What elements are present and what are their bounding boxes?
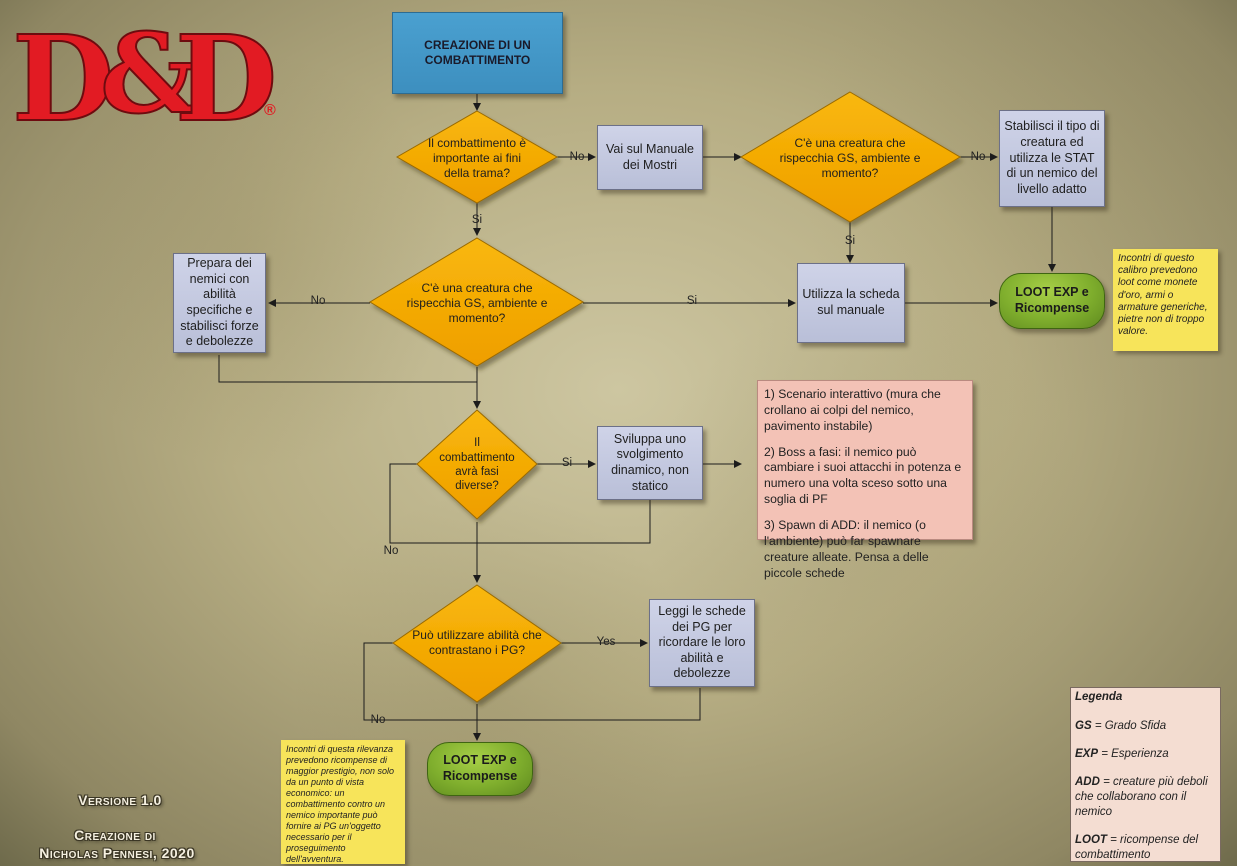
decision-creature-mid-label: C'è una creatura che rispecchia GS, ambi… bbox=[406, 280, 548, 325]
edge-abilities-no bbox=[363, 642, 477, 721]
process-use-sheet-label: Utilizza la scheda sul manuale bbox=[802, 287, 900, 317]
edge-label-yes-abilities: Yes bbox=[596, 636, 616, 648]
edge-prepare-merge bbox=[218, 355, 477, 383]
terminal-loot-top-label: LOOT EXP e Ricompense bbox=[1014, 285, 1090, 315]
svg-text:&: & bbox=[100, 9, 199, 138]
process-use-sheet: Utilizza la scheda sul manuale bbox=[797, 263, 905, 343]
diamond-abilities bbox=[392, 584, 562, 703]
process-read-sheets-label: Leggi le schede dei PG per ricordare le … bbox=[658, 603, 746, 681]
legend-def-gs: = Grado Sfida bbox=[1091, 719, 1167, 732]
edge-dynamic-merge bbox=[477, 500, 651, 544]
edge-label-no-plot: No bbox=[569, 151, 585, 163]
process-prepare: Prepara dei nemici con abilità specifich… bbox=[173, 253, 266, 353]
legend-def-add: = creature più deboli che collaborano co… bbox=[1075, 775, 1208, 818]
process-read-sheets: Leggi le schede dei PG per ricordare le … bbox=[649, 599, 755, 687]
edge-label-si-mid: Si bbox=[686, 295, 698, 307]
legend-term-exp: EXP bbox=[1075, 747, 1099, 760]
edge-label-si-phases: Si bbox=[561, 457, 573, 469]
legend-term-loot: LOOT bbox=[1075, 833, 1107, 846]
process-stat: Stabilisci il tipo di creatura ed utiliz… bbox=[999, 110, 1105, 207]
terminal-loot-bottom: LOOT EXP e Ricompense bbox=[427, 742, 533, 796]
decision-creature-top-label: C'è una creatura che rispecchia GS, ambi… bbox=[779, 135, 921, 180]
edge-label-no-abilities: No bbox=[370, 714, 386, 726]
legend-box: Legenda GS = Grado Sfida EXP = Esperienz… bbox=[1070, 687, 1221, 862]
legend-title: Legenda bbox=[1075, 691, 1123, 703]
diamond-creature-top bbox=[740, 91, 961, 223]
note-minor-encounters: Incontri di questo calibro prevedono loo… bbox=[1113, 249, 1218, 351]
process-dynamic: Sviluppa uno svolgimento dinamico, non s… bbox=[597, 426, 703, 500]
note-major-encounters: Incontri di questa rilevanza prevedono r… bbox=[281, 740, 405, 864]
edge-read-merge bbox=[477, 688, 701, 721]
version-label: Versione 1.0 bbox=[78, 792, 162, 808]
diamond-plot bbox=[395, 110, 559, 204]
start-label: CREAZIONE DI UN COMBATTIMENTO bbox=[424, 38, 531, 67]
legend-term-add: ADD bbox=[1075, 775, 1100, 788]
decision-plot-label: Il combattimento è importante ai fini de… bbox=[427, 135, 527, 180]
edge-label-no-phases: No bbox=[383, 545, 399, 557]
idea-interactive-scenario: 1) Scenario interattivo (mura che crolla… bbox=[764, 387, 941, 433]
svg-text:D: D bbox=[175, 9, 277, 148]
legend-item-add: ADD = creature più deboli che collaboran… bbox=[1075, 775, 1216, 820]
legend-term-gs: GS bbox=[1075, 719, 1092, 732]
dynamic-ideas-box: 1) Scenario interattivo (mura che crolla… bbox=[757, 380, 973, 580]
svg-text:D: D bbox=[12, 9, 114, 148]
dragon-ampersand-logo-icon: D & D bbox=[11, 8, 278, 149]
terminal-loot-bottom-label: LOOT EXP e Ricompense bbox=[442, 753, 518, 783]
process-prepare-label: Prepara dei nemici con abilità specifich… bbox=[180, 256, 259, 349]
legend-item-exp: EXP = Esperienza bbox=[1075, 747, 1216, 762]
legend-item-loot: LOOT = ricompense del combattimento bbox=[1075, 833, 1216, 863]
registered-mark: ® bbox=[264, 102, 276, 119]
diamond-phases bbox=[416, 409, 538, 520]
process-manual-label: Vai sul Manuale dei Mostri bbox=[605, 141, 694, 172]
edge-phases-no bbox=[389, 463, 477, 544]
created-by-label: Creazione di bbox=[74, 827, 156, 843]
edge-label-no-creature-top: No bbox=[970, 151, 986, 163]
process-dynamic-label: Sviluppa uno svolgimento dinamico, non s… bbox=[611, 431, 689, 493]
edge-label-si-creature-top: Si bbox=[844, 235, 856, 247]
idea-add-spawn: 3) Spawn di ADD: il nemico (o l'ambiente… bbox=[764, 518, 929, 580]
terminal-loot-top: LOOT EXP e Ricompense bbox=[999, 273, 1105, 329]
edge-label-si-plot: Si bbox=[471, 214, 483, 226]
decision-phases-label: Il combattimento avrà fasi diverse? bbox=[439, 437, 515, 492]
author-label: Nicholas Pennesi, 2020 bbox=[39, 845, 195, 861]
idea-phase-boss: 2) Boss a fasi: il nemico può cambiare i… bbox=[764, 444, 962, 507]
legend-item-gs: GS = Grado Sfida bbox=[1075, 719, 1216, 734]
start-node: CREAZIONE DI UN COMBATTIMENTO bbox=[392, 12, 563, 94]
process-stat-label: Stabilisci il tipo di creatura ed utiliz… bbox=[1004, 119, 1100, 196]
diamond-creature-mid bbox=[369, 237, 584, 367]
decision-abilities-label: Può utilizzare abilità che contrastano i… bbox=[412, 628, 542, 657]
dnd-logo: D & D ® bbox=[10, 8, 280, 149]
legend-def-loot: = ricompense del combattimento bbox=[1075, 833, 1199, 861]
edge-label-no-mid: No bbox=[310, 295, 326, 307]
process-manual: Vai sul Manuale dei Mostri bbox=[597, 125, 703, 190]
legend-def-exp: = Esperienza bbox=[1098, 747, 1169, 760]
